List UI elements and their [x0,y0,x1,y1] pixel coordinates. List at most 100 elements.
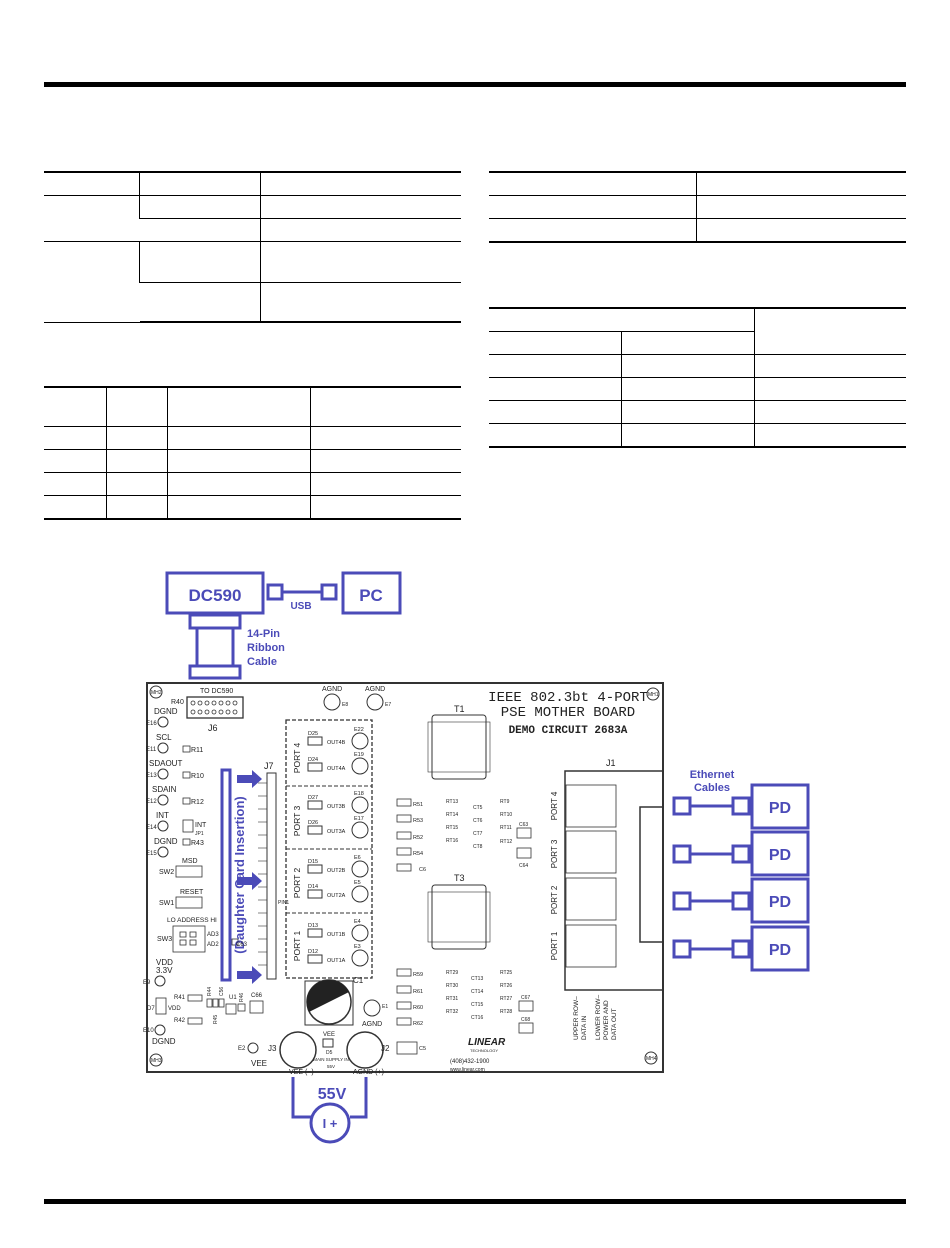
table-row [489,195,906,219]
ribbon-label-1: 14-Pin [247,628,280,640]
j6-connector [186,696,244,719]
resistor-label: R61 [413,989,423,995]
int-label: INT [195,822,207,829]
e-label: E13 [146,773,157,779]
e-label: E16 [146,721,157,727]
sw3-label: SW3 [157,936,172,943]
c66-label: C66 [251,993,263,999]
sw1-label: SW1 [159,900,174,907]
diode-label: D25 [308,731,318,737]
j3-jack [279,1031,317,1069]
j1-port-label: PORT 1 [550,931,559,960]
diode-label: D13 [308,923,318,929]
rt-label: RT15 [446,825,458,831]
linear-logo: LINEAR TECHNOLOGY [468,1037,506,1053]
e-label: E18 [354,791,364,797]
r44-label: R44 [207,987,213,996]
rt-label: RT25 [500,970,512,976]
table-row [489,331,906,355]
mh-label: MH4 [646,1056,657,1062]
e-label: E15 [146,851,157,857]
e-label: E17 [354,816,364,822]
transformer-t3 [427,884,491,950]
mount-hole [644,1051,658,1065]
vdd-label: VDD [156,958,173,967]
resistor-label: R62 [413,1021,423,1027]
pcb-board [146,682,664,1073]
e9-label: E9 [143,980,151,986]
c63b-label: C63 [519,822,528,828]
t1-label: T1 [454,704,465,714]
rt-label: RT26 [500,983,512,989]
rt-label: RT11 [500,825,512,831]
out-label: OUT1A [327,958,346,964]
agnd-label: AGND [365,686,385,693]
resistor-label: R53 [413,818,423,824]
j1-port-label: PORT 4 [550,791,559,820]
e-label: E19 [354,752,364,758]
e2-label: E2 [238,1046,246,1052]
r45-label: R45 [213,1015,219,1024]
daughter-card-slot [220,768,232,982]
ethernet-label-2: Cables [694,782,730,794]
mh-label: MH3 [151,1058,162,1064]
table-row [489,218,906,243]
insertion-arrows [237,770,262,984]
c5-label: C5 [419,1046,426,1052]
table-row [44,195,461,242]
e-label: E12 [146,799,157,805]
rt-label: RT10 [500,812,512,818]
e2-test-point [247,1042,259,1054]
vee-e2-label: VEE [251,1059,267,1068]
table-row [44,241,461,323]
table-row [44,449,461,473]
j1-row-label: DATA OUT [611,1008,618,1040]
phone-label: (408)432-1900 [450,1059,490,1065]
ad2-label: AD2 [207,942,219,948]
j6-pins [190,700,238,715]
left-test-points [154,716,169,1036]
main-supply-voltage: 55V [327,1064,335,1069]
e-label: E14 [146,825,157,831]
usb-label: USB [290,601,311,612]
table-row [44,218,461,242]
signal-label: INT [156,811,169,820]
e-label: E22 [354,727,364,733]
e-label: E11 [146,747,157,753]
vdd-mark: VDD [168,1006,181,1012]
web-label: www.linear.com [450,1067,485,1073]
supply-label: 55V [318,1086,347,1103]
c64-label: C64 [519,863,528,869]
e8-label: E8 [342,702,348,708]
pc-label: PC [359,586,383,605]
table-row [489,171,906,196]
signal-label: SDAIN [152,785,177,794]
rt-label: RT13 [446,799,458,805]
r46-label: R46 [239,993,245,1002]
table-row [489,423,906,448]
out-label: OUT2B [327,868,346,874]
supply-symbol: I + [323,1116,338,1131]
out-label: OUT3B [327,804,346,810]
supply-wire [291,1077,311,1119]
j2-jack [346,1031,384,1069]
ribbon-label-3: Cable [247,656,277,668]
d7-label: D7 [147,1006,155,1012]
c56-label: C56 [219,987,225,996]
j1-row-label: POWER AND [603,1000,610,1040]
table-2 [489,171,906,243]
agnd-plus-label: AGND (+) [353,1069,384,1076]
j1-jacks [565,784,617,968]
e-label: E4 [354,919,361,925]
r42-label: R42 [174,1018,186,1024]
rt-label: RT30 [446,983,458,989]
reset-label: RESET [180,889,204,896]
dc590-label: DC590 [189,586,242,605]
resistor-label: R60 [413,1005,423,1011]
table-row [489,307,906,355]
port-label: PORT 2 [292,868,302,899]
r41-label: R41 [174,995,186,1001]
ct-label: CT7 [473,831,483,837]
pc-box [341,571,402,615]
